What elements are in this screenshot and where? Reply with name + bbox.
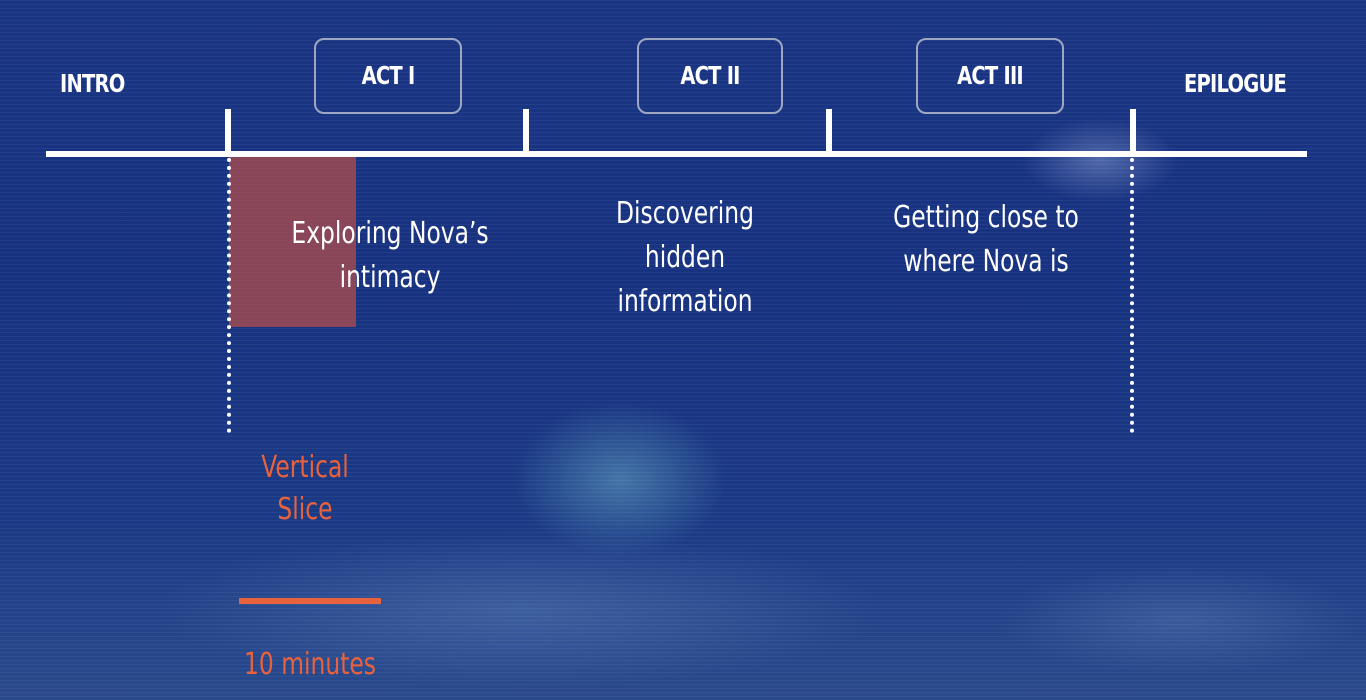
- timeline-tick-act3-start: [826, 109, 832, 153]
- dotted-marker-epilogue: [1130, 158, 1134, 433]
- section-label-epilogue: EPILOGUE: [1184, 69, 1287, 98]
- act-2-label: ACT II: [680, 61, 740, 90]
- act-1-description-line: intimacy: [339, 260, 441, 295]
- vertical-slice-label-line: Slice: [277, 492, 333, 527]
- act-3-box: ACT III: [916, 38, 1064, 114]
- dotted-marker-act1: [227, 158, 231, 433]
- act-2-box: ACT II: [637, 38, 783, 114]
- act-2-description: Discovering hidden information: [556, 192, 813, 324]
- act-3-description: Getting close to where Nova is: [857, 196, 1114, 284]
- duration-label: 10 minutes: [244, 647, 376, 682]
- vertical-slice-label: Vertical Slice: [215, 447, 394, 531]
- duration-scale-bar: [239, 598, 381, 604]
- act-1-description: Exploring Nova’s intimacy: [261, 212, 518, 300]
- vertical-slice-block: [229, 151, 356, 327]
- act-3-label: ACT III: [957, 61, 1024, 90]
- timeline-tick-epilogue-start: [1130, 109, 1136, 153]
- timeline-tick-act2-start: [523, 109, 529, 153]
- vertical-slice-label-line: Vertical: [261, 450, 349, 485]
- act-1-description-line: Exploring Nova’s: [291, 216, 489, 251]
- act-2-description-line: information: [617, 284, 753, 319]
- timeline-tick-act1-start: [225, 109, 231, 153]
- act-2-description-line: hidden: [644, 240, 726, 275]
- act-3-description-line: where Nova is: [903, 244, 1069, 279]
- act-1-box: ACT I: [314, 38, 462, 114]
- act-3-description-line: Getting close to: [893, 200, 1079, 235]
- act-1-label: ACT I: [361, 61, 416, 90]
- act-2-description-line: Discovering: [616, 196, 754, 231]
- section-label-intro: INTRO: [60, 69, 125, 98]
- timeline-line: [46, 151, 1307, 157]
